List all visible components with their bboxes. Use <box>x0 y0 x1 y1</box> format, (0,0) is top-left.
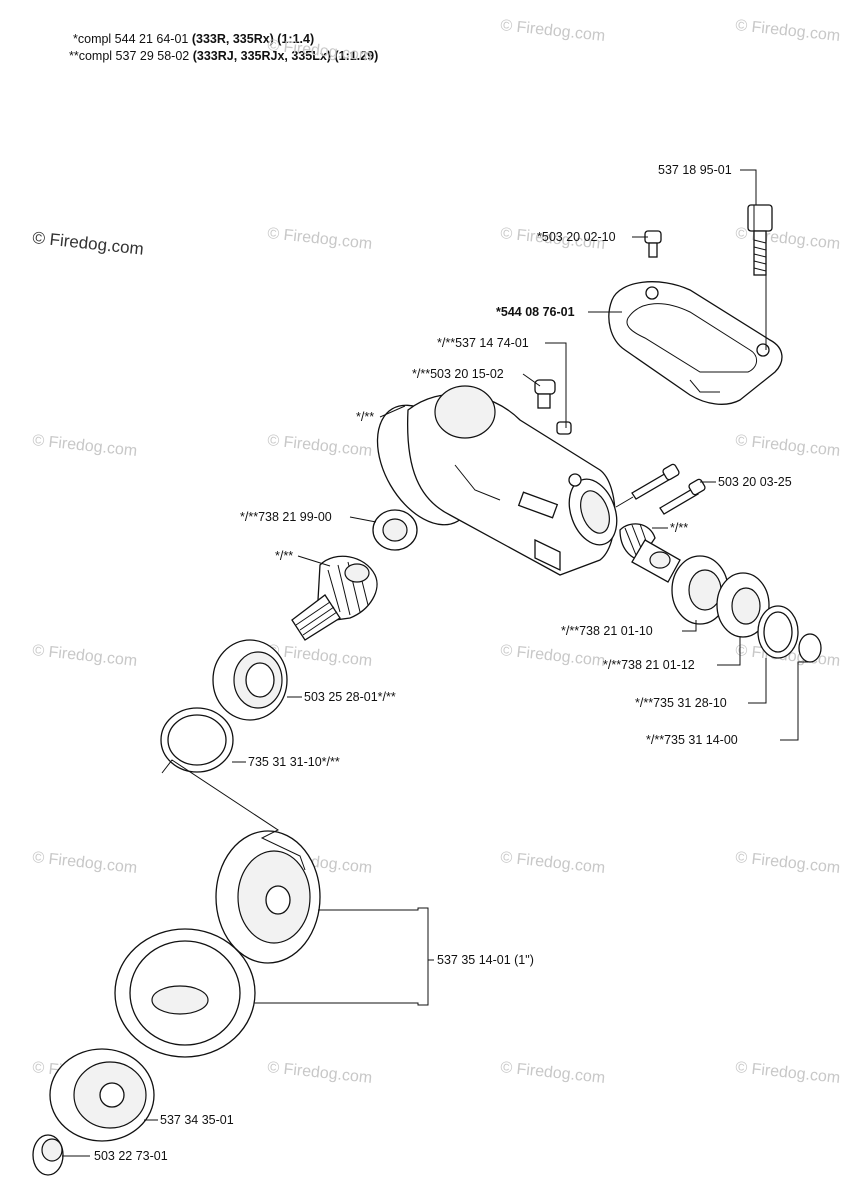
label-housing: */** <box>356 410 374 424</box>
label-537-35-14-01: 537 35 14-01 (1") <box>437 953 534 967</box>
bearing-738-21-01-12 <box>716 572 770 638</box>
watermark-main: © Firedog.com <box>32 228 145 259</box>
header-line-1-prefix: *compl 544 21 64-01 <box>73 32 192 46</box>
clamp-544-08-76-01 <box>608 281 783 405</box>
flange-disc <box>114 928 256 1058</box>
bearing-738-21-99-00 <box>372 509 418 551</box>
gear-housing <box>376 385 618 576</box>
watermark: © Firedog.com <box>735 849 841 877</box>
shaft-gear <box>619 523 681 583</box>
label-503-22-73-01: 503 22 73-01 <box>94 1149 168 1163</box>
watermark: © Firedog.com <box>735 432 841 460</box>
label-503-25-28-01: 503 25 28-01*/** <box>304 690 396 704</box>
label-544-08-76-01: *544 08 76-01 <box>496 305 575 319</box>
header-line-2-prefix: **compl 537 29 58-02 <box>69 49 193 63</box>
watermark: © Firedog.com <box>267 225 373 253</box>
bearing-503-25-28-01 <box>212 639 288 721</box>
label-735-31-28-10: */**735 31 28-10 <box>635 696 727 710</box>
watermark: © Firedog.com <box>267 432 373 460</box>
screw-503-20-02-10 <box>644 230 662 258</box>
label-pinion-gear: */** <box>275 549 293 563</box>
watermark: © Firedog.com <box>735 1059 841 1087</box>
watermark: © Firedog.com <box>500 17 606 45</box>
circlip-735-31-14-00 <box>798 633 822 663</box>
watermark: © Firedog.com <box>267 37 373 65</box>
circlip-735-31-28-10 <box>757 605 799 659</box>
screw-503-20-15-02 <box>534 379 556 409</box>
header-line-1-models: (333R, 335Rx) (1:1.4) <box>191 32 315 46</box>
watermark: © Firedog.com <box>267 1059 373 1087</box>
bearing-738-21-01-10 <box>671 555 729 625</box>
watermark: © Firedog.com <box>32 432 138 460</box>
watermark: © Firedog.com <box>500 642 606 670</box>
watermark: © Firedog.com <box>500 849 606 877</box>
label-537-14-74-01: */**537 14 74-01 <box>437 336 529 350</box>
label-503-20-02-10: *503 20 02-10 <box>537 230 616 244</box>
label-738-21-99-00: */**738 21 99-00 <box>240 510 332 524</box>
pinion-gear <box>291 555 378 641</box>
label-537-34-35-01: 537 34 35-01 <box>160 1113 234 1127</box>
label-738-21-01-12: */**738 21 01-12 <box>603 658 695 672</box>
label-shaft-gear: */** <box>670 521 688 535</box>
screws-503-20-03-25 <box>631 463 706 515</box>
header-line-2-models: (333RJ, 335RJx, 335Lx) (1:1.29) <box>192 49 379 63</box>
watermark: © Firedog.com <box>32 849 138 877</box>
watermark: © Firedog.com <box>32 642 138 670</box>
thrust-washer-537-34-35-01 <box>49 1048 155 1142</box>
label-738-21-01-10: */**738 21 01-10 <box>561 624 653 638</box>
header-line-1: *compl 544 21 64-01 (333R, 335Rx) (1:1.4… <box>73 32 314 47</box>
part-labels: 537 18 95-01 *503 20 02-10 *544 08 76-01… <box>94 163 792 1163</box>
nut-503-22-73-01 <box>32 1134 64 1176</box>
watermarks: © Firedog.com © Firedog.com © Firedog.co… <box>32 17 841 1087</box>
header-line-2: **compl 537 29 58-02 (333RJ, 335RJx, 335… <box>69 49 378 64</box>
label-537-18-95-01: 537 18 95-01 <box>658 163 732 177</box>
label-735-31-31-10: 735 31 31-10*/** <box>248 755 340 769</box>
label-735-31-14-00: */**735 31 14-00 <box>646 733 738 747</box>
pin-537-14-74-01 <box>556 421 572 435</box>
flange-upper <box>215 830 321 964</box>
watermark: © Firedog.com <box>500 1059 606 1087</box>
circlip-735-31-31-10 <box>160 707 234 773</box>
label-503-20-15-02: */**503 20 15-02 <box>412 367 504 381</box>
watermark: © Firedog.com <box>735 17 841 45</box>
leader-lines <box>62 169 810 1157</box>
bolt-537-18-95-01 <box>747 204 773 276</box>
label-503-20-03-25: 503 20 03-25 <box>718 475 792 489</box>
